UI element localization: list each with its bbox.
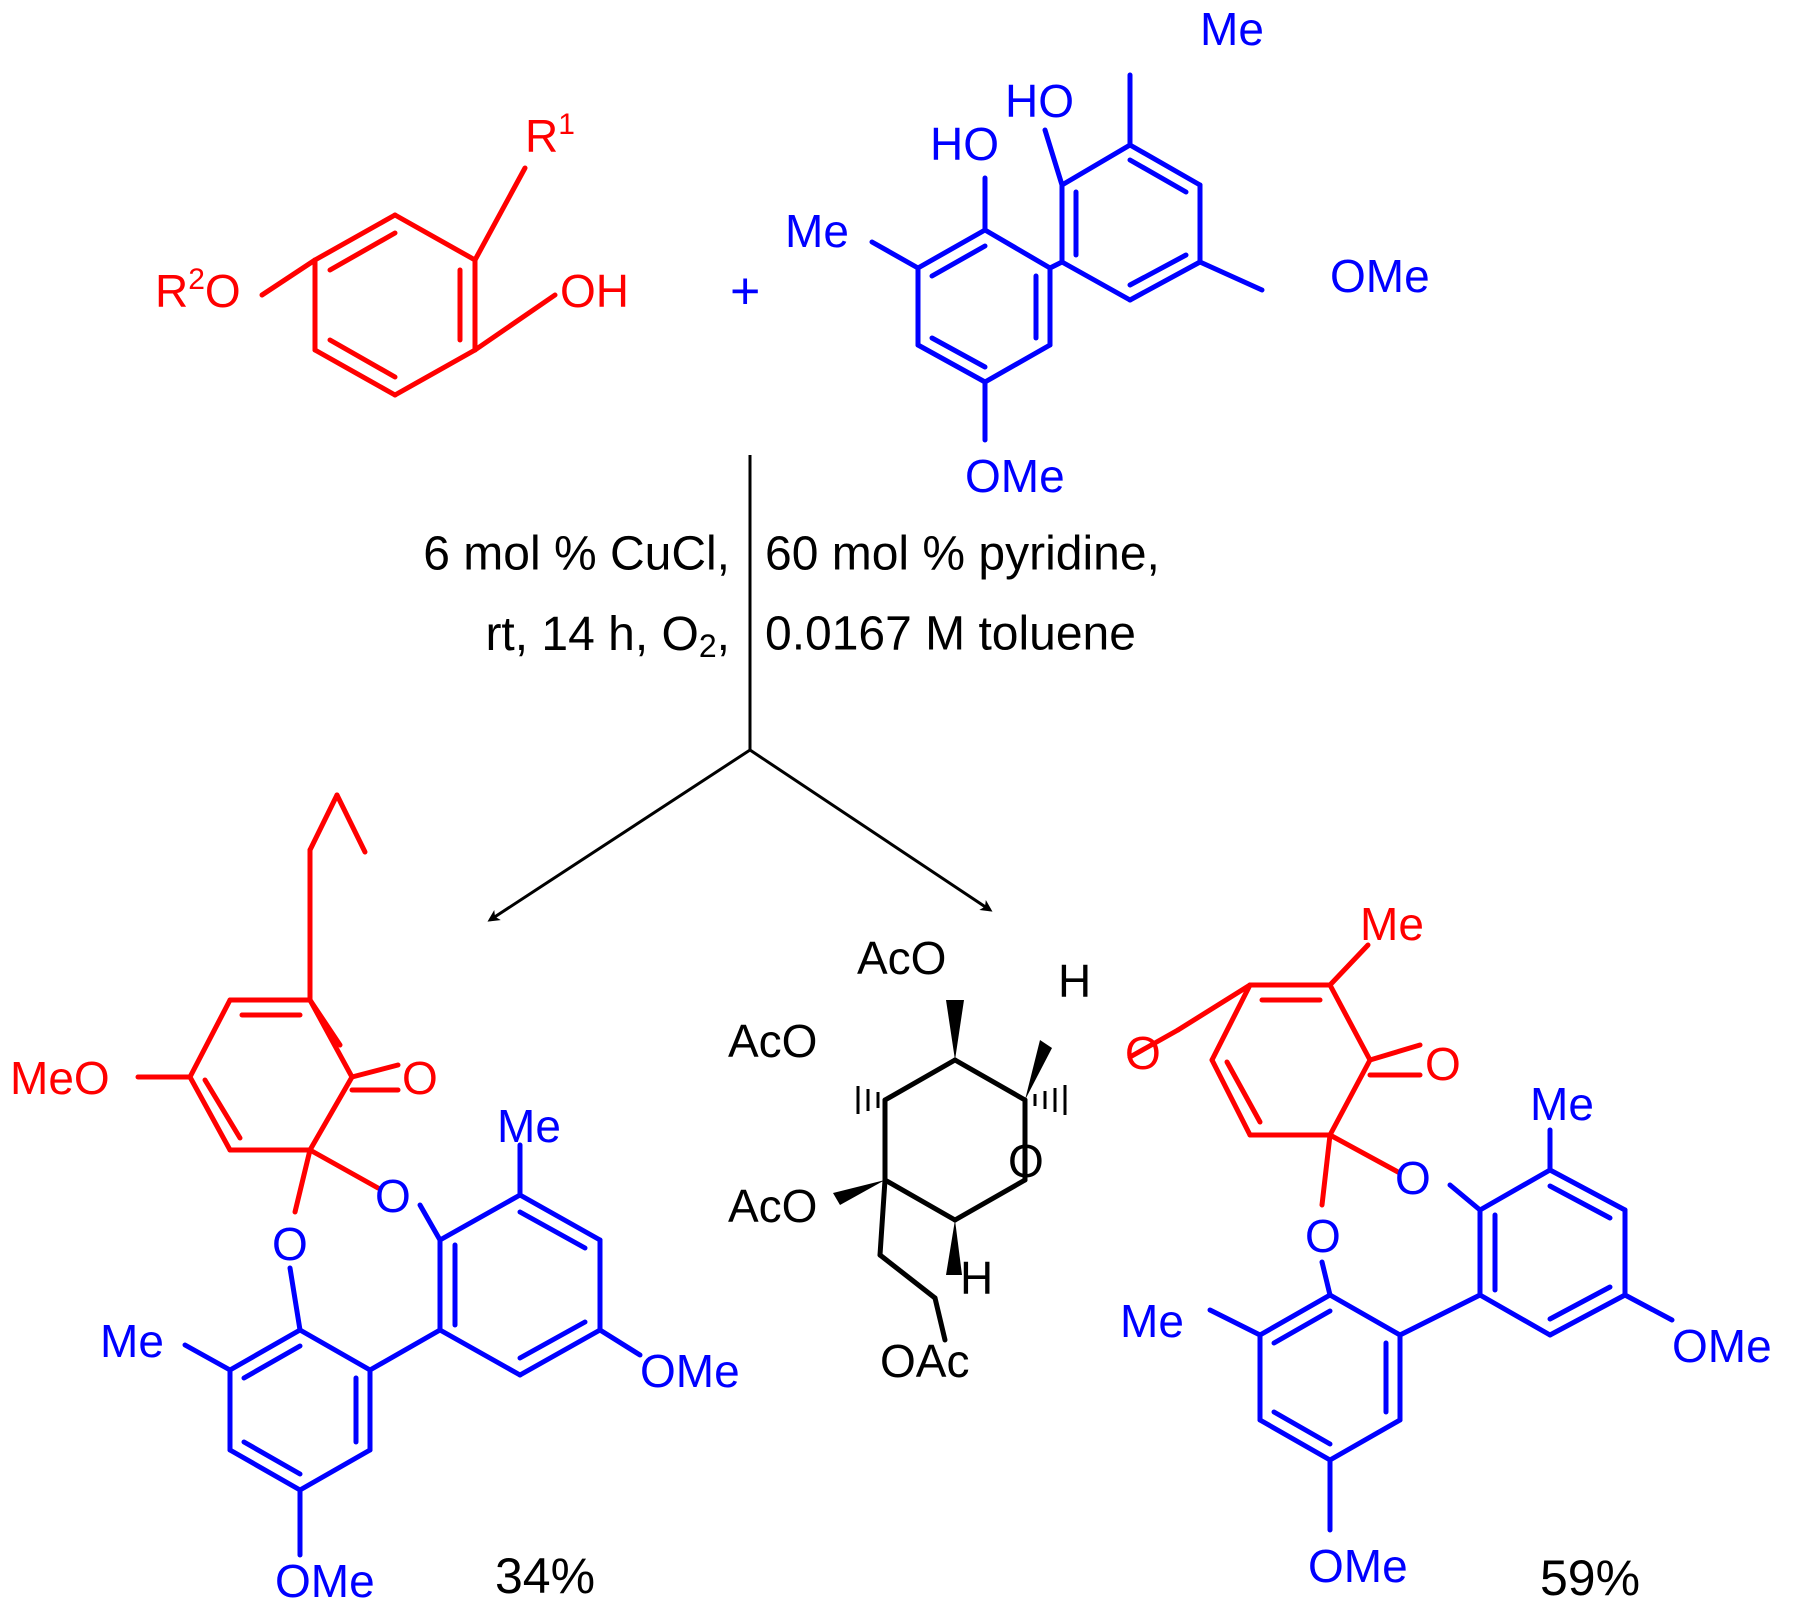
methyl-label: Me bbox=[497, 1100, 561, 1152]
ether-oxygen-lower-label: O bbox=[1305, 1210, 1341, 1262]
methoxy-bottom-label: OMe bbox=[275, 1555, 375, 1607]
methoxy-bottom-label: OMe bbox=[965, 450, 1065, 502]
r2-ether-label: R2O bbox=[155, 263, 241, 317]
methyl-label: Me bbox=[1530, 1078, 1594, 1130]
product-right: AcO AcO AcO OAc O H H bbox=[728, 898, 1772, 1606]
acetoxy-low-label: AcO bbox=[728, 1180, 817, 1232]
methyl-left-label: Me bbox=[100, 1315, 164, 1367]
methoxy-bottom-label: OMe bbox=[1308, 1540, 1408, 1592]
methoxy-right-label: OMe bbox=[640, 1345, 740, 1397]
methoxy-right-label: OMe bbox=[1330, 250, 1430, 302]
ketone-oxygen-label: O bbox=[1425, 1038, 1461, 1090]
ether-oxygen-upper-label: O bbox=[1395, 1152, 1431, 1204]
hydroxyl-label: OH bbox=[560, 265, 629, 317]
reactant-phenol: R1 OH R2O bbox=[155, 108, 629, 398]
acetoxy-mid-label: AcO bbox=[728, 1015, 817, 1067]
conditions-time-oxidant: rt, 14 h, O2, bbox=[485, 608, 730, 665]
anomeric-h-label: H bbox=[1058, 955, 1091, 1007]
methyl-left-label: Me bbox=[1120, 1295, 1184, 1347]
acetoxy-top-label: AcO bbox=[857, 932, 946, 984]
product-left: MeO O O O Me Me OMe OMe 34% bbox=[10, 792, 740, 1607]
methyl-top-label: Me bbox=[1360, 898, 1424, 950]
reaction-conditions: 6 mol % CuCl, rt, 14 h, O2, 60 mol % pyr… bbox=[423, 528, 1160, 665]
methyl-top-label: Me bbox=[1200, 3, 1264, 55]
hydroxyl-left-label: HO bbox=[930, 118, 999, 170]
glycosidic-oxygen-label: O bbox=[1125, 1027, 1161, 1079]
conditions-solvent: 0.0167 M toluene bbox=[765, 608, 1136, 661]
yield-left: 34% bbox=[495, 1548, 595, 1604]
plus-sign: + bbox=[730, 263, 760, 321]
conditions-catalyst: 6 mol % CuCl, bbox=[423, 528, 730, 581]
conditions-base: 60 mol % pyridine, bbox=[765, 528, 1160, 581]
ether-oxygen-upper-label: O bbox=[375, 1170, 411, 1222]
hydroxyl-right-label: HO bbox=[1005, 75, 1074, 127]
ketone-oxygen-label: O bbox=[402, 1052, 438, 1104]
methyl-left-label: Me bbox=[785, 205, 849, 257]
methoxy-right-label: OMe bbox=[1672, 1320, 1772, 1372]
methoxy-label: MeO bbox=[10, 1052, 110, 1104]
c5-h-label: H bbox=[960, 1252, 993, 1304]
reaction-arrow bbox=[487, 455, 993, 922]
acetoxymethyl-label: OAc bbox=[880, 1335, 969, 1387]
reactant-biphenol: HO HO Me Me OMe OMe bbox=[785, 3, 1430, 502]
ether-oxygen-lower-label: O bbox=[272, 1218, 308, 1270]
yield-right: 59% bbox=[1540, 1550, 1640, 1606]
r1-label: R1 bbox=[525, 108, 575, 162]
glucose-tetraacetate: AcO AcO AcO OAc O H H bbox=[728, 932, 1091, 1387]
ring-oxygen-label: O bbox=[1008, 1135, 1044, 1187]
